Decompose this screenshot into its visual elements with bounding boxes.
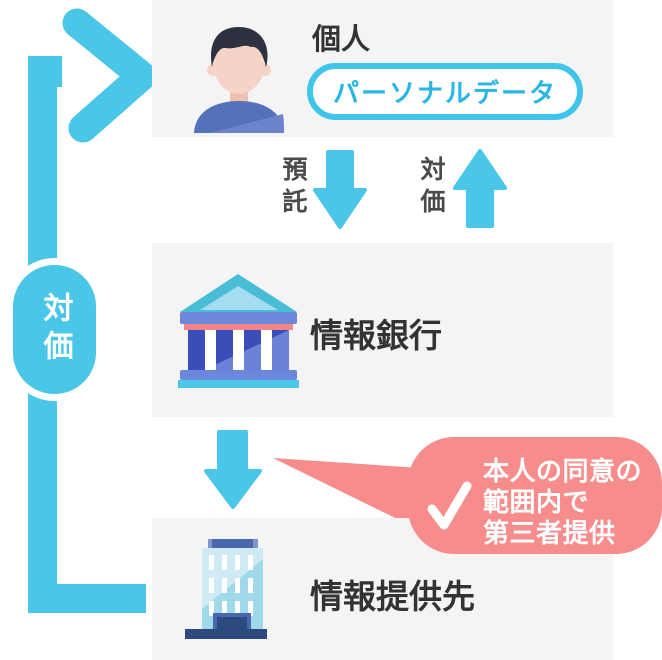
recipient-label: 情報提供先 [310, 578, 475, 615]
loop-arrow-bottom-bar [28, 584, 146, 613]
person-icon [194, 27, 284, 133]
callout-text: 本人の同意の 範囲内で 第三者提供 [483, 456, 642, 549]
callout-line-1: 本人の同意の [483, 456, 643, 486]
personal-data-label: パーソナルデータ [332, 78, 557, 108]
callout-line-2: 範囲内で [483, 487, 590, 517]
loop-compensation-label: 対価 [38, 291, 72, 368]
information-bank-label: 情報銀行 [310, 317, 442, 354]
deposit-arrow-down-icon [313, 150, 367, 229]
compensation-arrow-up-icon [453, 149, 507, 228]
callout-line-3: 第三者提供 [483, 518, 616, 548]
provide-arrow-down-icon [204, 430, 262, 509]
loop-arrow-top-bar [28, 56, 62, 87]
information-bank-box: 情報銀行 [152, 243, 613, 417]
loop-compensation-badge: 対価 [6, 258, 103, 401]
office-building-icon [185, 539, 267, 639]
checkmark-icon [427, 481, 472, 530]
bank-icon [178, 274, 299, 388]
personal-data-pill: パーソナルデータ [307, 63, 583, 120]
compensation-flow-label: 対価 [417, 156, 445, 220]
individual-label: 個人 [312, 24, 371, 56]
individual-box: 個人 パーソナルデータ [152, 0, 613, 137]
loop-arrowhead-icon [62, 8, 157, 143]
deposit-flow-label: 預託 [279, 156, 307, 220]
consent-callout: 本人の同意の 範囲内で 第三者提供 [408, 437, 662, 554]
